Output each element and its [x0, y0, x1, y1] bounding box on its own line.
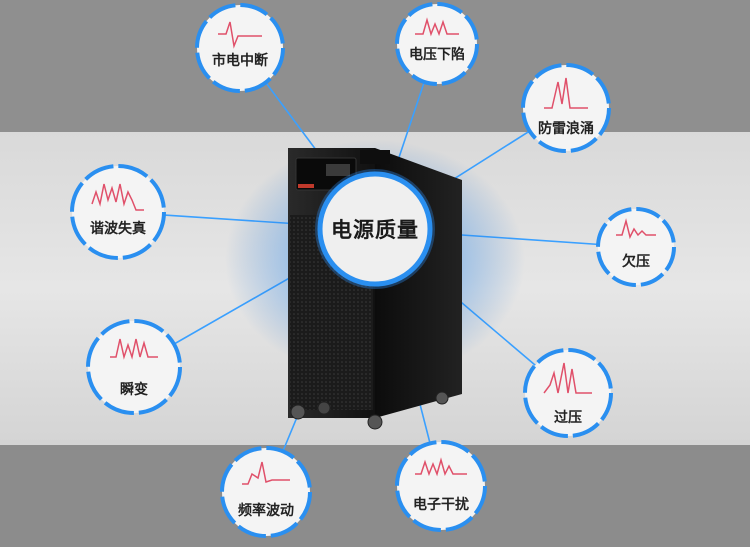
waveform-icon-surge	[544, 77, 588, 109]
waveform-icon-transient	[110, 338, 158, 360]
waveform-icon-freq	[242, 461, 290, 485]
issue-node-surge	[521, 63, 611, 153]
issue-label-overvoltage: 过压	[554, 410, 582, 426]
center-label: 电源质量	[331, 218, 419, 242]
issue-label-transient: 瞬变	[120, 382, 148, 398]
issue-ring-transient	[86, 319, 182, 415]
issue-ring-sag	[395, 2, 479, 86]
issue-ring-emi	[395, 440, 487, 532]
waveform-icon-undervoltage	[616, 218, 656, 240]
background-top-band	[0, 0, 750, 132]
issue-label-sag: 电压下陷	[409, 47, 465, 63]
issue-ring-undervoltage	[596, 207, 676, 287]
waveform-icon-overvoltage	[543, 362, 592, 394]
issue-node-harmonic	[70, 164, 166, 260]
issue-label-freq: 频率波动	[238, 503, 294, 519]
waveform-icon-harmonic	[91, 183, 144, 211]
issue-label-surge: 防雷浪涌	[538, 121, 594, 137]
background-bottom-band	[0, 445, 750, 547]
issue-label-outage: 市电中断	[212, 53, 268, 69]
issue-node-outage	[195, 3, 285, 93]
issue-ring-freq	[220, 446, 312, 538]
issue-nodes	[70, 2, 676, 538]
issue-label-undervoltage: 欠压	[622, 254, 650, 270]
issue-node-freq	[220, 446, 312, 538]
issue-node-undervoltage	[596, 207, 676, 287]
issue-ring-surge	[521, 63, 611, 153]
issue-label-harmonic: 谐波失真	[90, 221, 146, 237]
issue-node-emi	[395, 440, 487, 532]
waveform-icon-outage	[218, 21, 262, 49]
waveform-icon-emi	[415, 457, 467, 477]
issue-node-sag	[395, 2, 479, 86]
issue-node-overvoltage	[523, 348, 613, 438]
issue-node-transient	[86, 319, 182, 415]
center-node	[315, 169, 435, 289]
issue-ring-harmonic	[70, 164, 166, 260]
issue-ring-outage	[195, 3, 285, 93]
waveform-icon-sag	[415, 17, 459, 37]
issue-label-emi: 电子干扰	[413, 497, 469, 513]
